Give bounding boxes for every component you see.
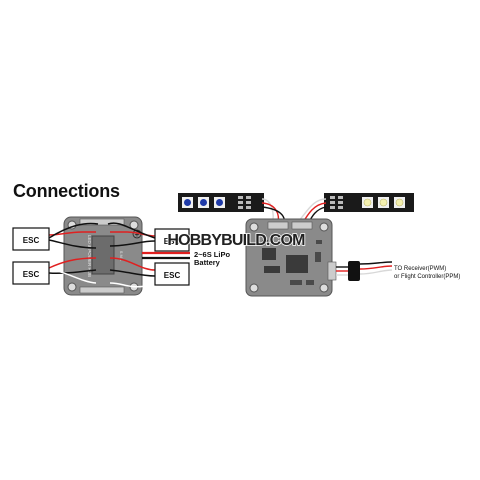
controller-component (316, 240, 322, 244)
receiver-label-line1: TO Receiver(PWM) (394, 266, 446, 272)
esc-bottom-right: ESC (154, 262, 190, 286)
led-blue-icon (216, 199, 223, 206)
pdb-center-pad (91, 235, 115, 275)
esc-label: ESC (23, 236, 40, 245)
led-strip-right (324, 193, 414, 212)
diagram-title: Connections (13, 181, 120, 201)
controller-mount-hole (319, 222, 329, 232)
esc-label: ESC (164, 271, 181, 280)
esc-wires-left (48, 222, 99, 284)
battery-label-line1: 2~6S LiPo (194, 250, 230, 259)
pdb-mount-hole (67, 282, 77, 292)
wire-red (359, 265, 393, 270)
pdb-top-connector (79, 218, 125, 226)
watermark: HOBBYBUILD.COM (167, 232, 305, 249)
esc-label: ESC (164, 237, 181, 246)
controller-mount-hole (249, 283, 259, 293)
controller-side-connector (327, 261, 337, 281)
led-white-icon (363, 198, 372, 207)
controller-board-group (245, 218, 337, 297)
esc-wires-right (107, 222, 156, 288)
wire-red (48, 257, 97, 269)
esc-boxes: ESC ESC ESC ESC (12, 227, 190, 286)
pdb-group: LED & POWER HUB S M L + (63, 216, 143, 296)
receiver-label-line2: or Flight Controller(PPM) (394, 274, 460, 280)
receiver-connection (336, 261, 393, 281)
controller-mount-hole (319, 283, 329, 293)
esc-bottom-left: ESC (12, 261, 50, 285)
esc-top-left: ESC (12, 227, 50, 251)
controller-mount-hole (249, 222, 259, 232)
controller-component (262, 240, 268, 244)
pdb-bottom-connector (79, 286, 125, 294)
wire-red (109, 257, 156, 271)
pdb-plus-sign: + (135, 230, 140, 239)
led-white-icon (395, 198, 404, 207)
wire-black (107, 222, 156, 239)
wire-black (109, 240, 156, 247)
receiver-plug (348, 261, 360, 281)
esc-top-right: ESC (154, 228, 190, 252)
led-strip-left (178, 193, 264, 212)
wire-red (110, 231, 156, 237)
controller-chip (286, 255, 308, 273)
pdb-silk-text: LED & POWER HUB (87, 235, 92, 277)
esc-label: ESC (23, 270, 40, 279)
wire-red (48, 231, 96, 236)
wire-black (109, 269, 156, 277)
led-blue-icon (184, 199, 191, 206)
wire-black (48, 269, 97, 274)
led-white-icon (379, 198, 388, 207)
controller-component (315, 252, 321, 262)
wire-black (48, 222, 99, 239)
led-blue-icon (200, 199, 207, 206)
battery-wires (142, 251, 190, 260)
controller-component (290, 280, 302, 285)
pdb-silk-small: S M L (119, 251, 124, 262)
controller-chip (264, 266, 280, 273)
wire-black (48, 239, 97, 249)
wire-black (359, 261, 393, 265)
wire-white (109, 282, 151, 288)
wire-white (359, 269, 393, 275)
controller-chip (262, 248, 276, 260)
controller-component (306, 280, 314, 285)
wire-white (48, 269, 97, 284)
controller-top-connector (267, 221, 289, 230)
battery-label-line2: Battery (194, 258, 221, 267)
controller-top-connector (291, 221, 313, 230)
